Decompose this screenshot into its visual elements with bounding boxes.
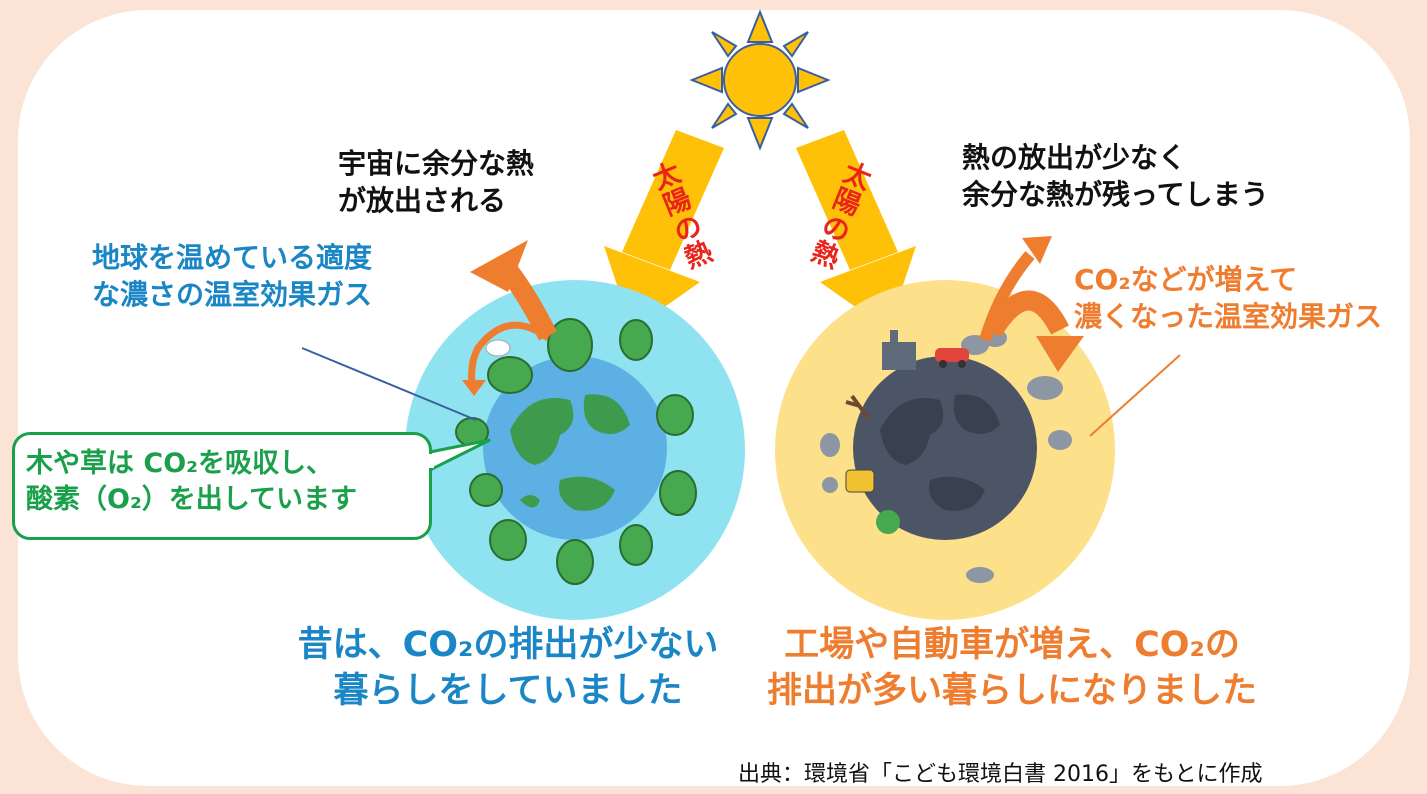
dense-gas-label: CO₂などが増えて 濃くなった温室効果ガス <box>1074 262 1382 336</box>
heat-trapped-line1: 熱の放出が少なく <box>962 141 1187 174</box>
pointer-line-right <box>1089 354 1181 437</box>
moderate-gas-label: 地球を温めている適度 な濃さの温室効果ガス <box>92 240 372 314</box>
factory-icon <box>882 330 916 370</box>
present-caption-line2: 排出が多い暮らしになりました <box>766 671 1257 712</box>
bus-icon <box>845 469 875 493</box>
dead-tree-icon <box>845 394 870 420</box>
present-caption-line1: 工場や自動車が増え、CO₂の <box>784 625 1240 665</box>
dense-gas-line2: 濃くなった温室効果ガス <box>1074 299 1383 333</box>
past-caption: 昔は、CO₂の排出が少ない 暮らしをしていました <box>278 622 738 714</box>
returning-heat-arrow <box>983 290 1069 338</box>
bird-icon <box>485 339 511 357</box>
callout-line1: 木や草は CO₂を吸収し、 <box>26 448 333 479</box>
tree-icon-small <box>876 510 900 534</box>
trapped-heat-arrow <box>979 251 1035 342</box>
pointer-line-left <box>301 347 477 421</box>
heat-trapped-label: 熱の放出が少なく 余分な熱が残ってしまう <box>962 140 1269 214</box>
heat-released-line2: が放出される <box>338 183 507 217</box>
moderate-gas-line1: 地球を温めている適度 <box>92 241 373 274</box>
heat-trapped-line2: 余分な熱が残ってしまう <box>962 177 1269 211</box>
source-citation: 出典：環境省「こども環境白書 2016」をもとに作成 <box>738 762 1263 787</box>
tree-icon <box>455 318 697 585</box>
heat-released-line1: 宇宙に余分な熱 <box>338 147 535 180</box>
past-caption-line2: 暮らしをしていました <box>333 671 683 712</box>
heat-released-label: 宇宙に余分な熱 が放出される <box>338 146 534 220</box>
tree-absorption-callout <box>12 432 432 540</box>
callout-line2: 酸素（O₂）を出しています <box>26 483 357 515</box>
moderate-gas-line2: な濃さの温室効果ガス <box>92 277 373 311</box>
past-caption-line1: 昔は、CO₂の排出が少ない <box>297 625 719 665</box>
dense-gas-line1: CO₂などが増えて <box>1074 263 1298 296</box>
circulating-arrow-left <box>468 321 551 384</box>
car-icon <box>935 348 969 368</box>
sun-icon <box>689 9 831 151</box>
present-caption: 工場や自動車が増え、CO₂の 排出が多い暮らしになりました <box>742 622 1282 714</box>
callout-text: 木や草は CO₂を吸収し、 酸素（O₂）を出しています <box>26 446 357 517</box>
polluted-earth-icon <box>775 280 1115 620</box>
